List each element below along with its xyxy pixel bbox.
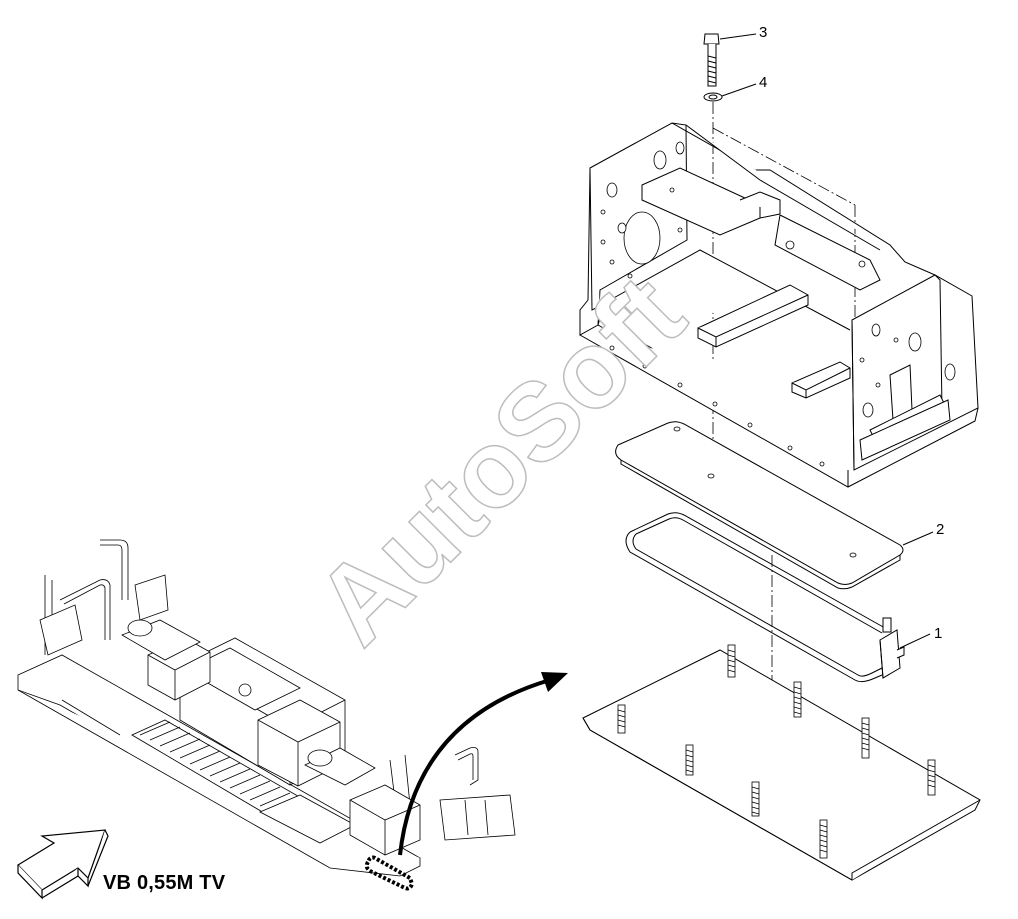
leader-line-4 bbox=[721, 83, 757, 97]
heating-element[interactable] bbox=[625, 512, 905, 683]
washer[interactable] bbox=[703, 92, 723, 102]
base-plate[interactable] bbox=[582, 649, 981, 881]
model-label: VB 0,55M TV bbox=[103, 872, 226, 894]
leader-line-1 bbox=[899, 633, 931, 649]
highlight-marker bbox=[364, 855, 415, 891]
leader-line-2 bbox=[902, 531, 934, 546]
gasket-plate[interactable] bbox=[615, 421, 904, 590]
callout-2: 2 bbox=[936, 521, 945, 538]
leader-line-3 bbox=[719, 33, 757, 40]
detail-arrow bbox=[398, 672, 568, 856]
callout-4: 4 bbox=[759, 74, 768, 91]
travel-direction-arrow bbox=[17, 829, 109, 900]
bolt[interactable] bbox=[703, 33, 720, 87]
callout-1: 1 bbox=[934, 625, 943, 642]
housing-holes bbox=[600, 141, 956, 467]
screed-overview bbox=[17, 539, 516, 877]
housing-frame[interactable] bbox=[579, 122, 979, 488]
callout-3: 3 bbox=[759, 24, 768, 41]
threaded-studs bbox=[617, 644, 936, 859]
gasket-holes bbox=[510, 426, 857, 558]
